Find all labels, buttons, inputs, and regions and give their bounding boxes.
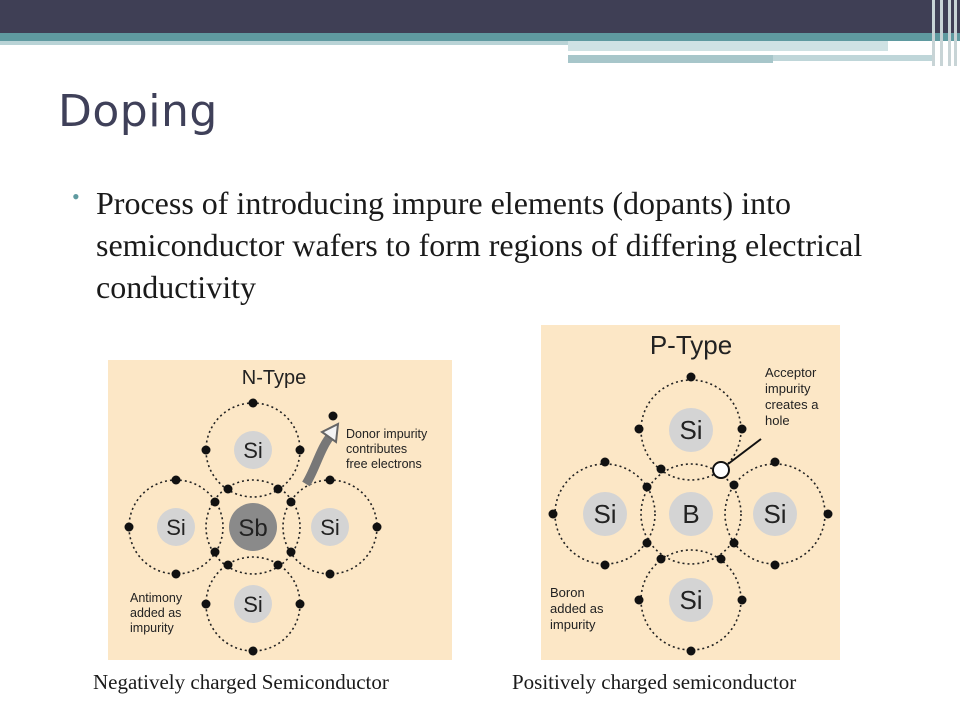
sb-atom-center xyxy=(229,503,277,551)
b-atom-center xyxy=(669,492,713,536)
bullet-text: Process of introducing impure elements (… xyxy=(96,185,863,305)
p-type-note-line: creates a xyxy=(765,397,819,412)
p-type-impurity-line: impurity xyxy=(550,617,596,632)
si-atom-top xyxy=(234,431,272,469)
header-accent-stripe-pale xyxy=(568,41,888,51)
header-accent-stripe-light xyxy=(0,41,568,45)
p-type-impurity-line: Boron xyxy=(550,585,585,600)
sb-label-center: Sb xyxy=(238,515,267,542)
n-type-note-line: free electrons xyxy=(346,457,422,471)
si-atom-bottom xyxy=(669,578,713,622)
si-atom-top xyxy=(669,408,713,452)
si-label-left: Si xyxy=(593,499,616,529)
si-atom-right xyxy=(311,508,349,546)
si-label-right: Si xyxy=(320,515,340,540)
n-type-impurity-line: Antimony xyxy=(130,591,183,605)
header-vertical-lines xyxy=(928,0,960,66)
n-type-diagram: N-Type Si Si Si Si Sb xyxy=(108,360,452,660)
si-atom-left xyxy=(157,508,195,546)
si-atom-right xyxy=(753,492,797,536)
header-accent-stripe xyxy=(0,33,960,41)
hole-pointer-line xyxy=(727,438,762,465)
n-type-heading: N-Type xyxy=(242,367,306,389)
p-type-note-line: hole xyxy=(765,413,790,428)
free-electron xyxy=(328,411,338,421)
si-label-top: Si xyxy=(243,438,263,463)
n-type-caption: Negatively charged Semiconductor xyxy=(93,670,389,694)
p-type-svg: P-Type Si Si Si Si B xyxy=(548,330,833,656)
slide-title: Doping xyxy=(58,86,218,137)
p-type-caption: Positively charged semiconductor xyxy=(512,670,797,694)
si-atom-bottom xyxy=(234,585,272,623)
si-label-left: Si xyxy=(166,515,186,540)
header-bar xyxy=(0,0,960,33)
header-accent-stripe-tail xyxy=(773,55,933,61)
si-label-right: Si xyxy=(763,499,786,529)
si-label-top: Si xyxy=(679,415,702,445)
p-type-impurity-line: added as xyxy=(550,601,604,616)
p-type-note-line: Acceptor xyxy=(765,365,817,380)
n-type-note-line: Donor impurity xyxy=(346,427,428,441)
n-type-note-line: contributes xyxy=(346,442,407,456)
hole-marker xyxy=(712,461,730,479)
p-type-diagram: P-Type Si Si Si Si B xyxy=(541,325,840,660)
b-label-center: B xyxy=(682,499,699,529)
si-atom-left xyxy=(583,492,627,536)
n-type-svg: N-Type Si Si Si Si Sb xyxy=(124,367,428,656)
si-label-bottom: Si xyxy=(243,592,263,617)
n-type-arrowhead xyxy=(320,422,340,444)
p-type-note-line: impurity xyxy=(765,381,811,396)
orbit-center xyxy=(640,463,742,565)
n-type-impurity-line: impurity xyxy=(130,621,175,635)
p-type-heading: P-Type xyxy=(650,330,732,360)
header-accent-stripe-short xyxy=(568,55,773,63)
si-label-bottom: Si xyxy=(679,585,702,615)
bullet-marker: • xyxy=(72,184,80,209)
orbit-center xyxy=(205,479,301,575)
n-type-impurity-line: added as xyxy=(130,606,181,620)
